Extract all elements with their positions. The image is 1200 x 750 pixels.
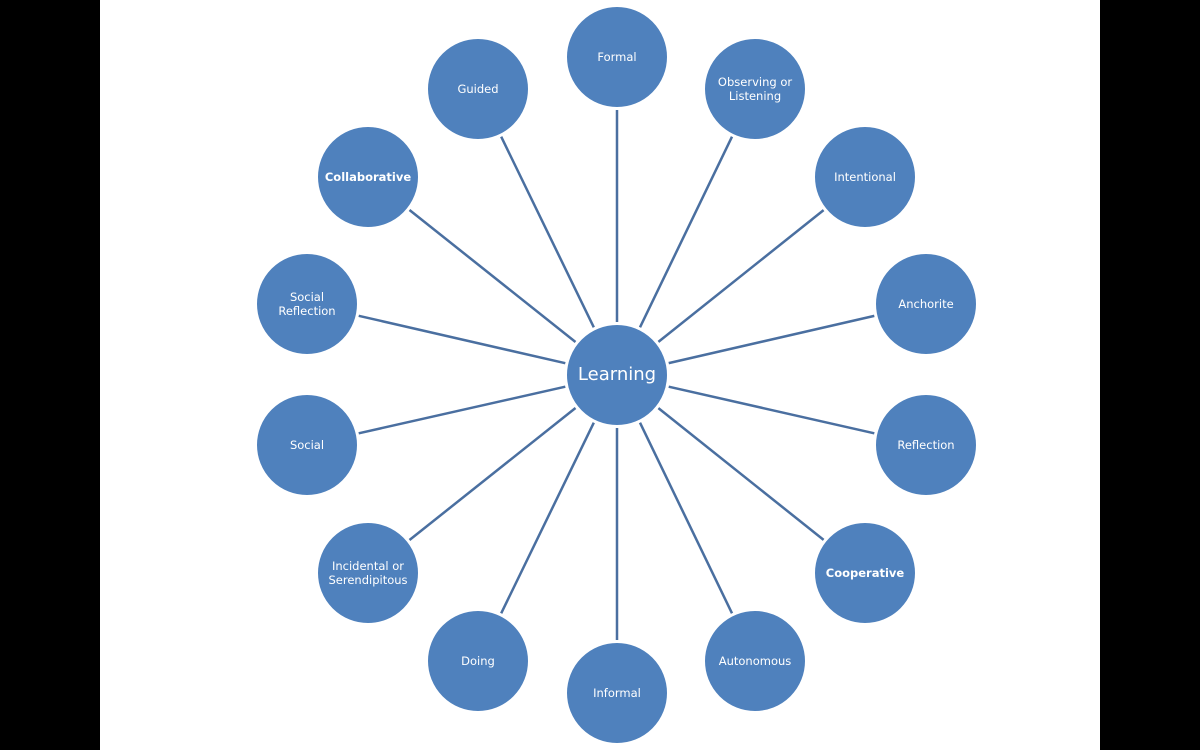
node-social-label: Social — [289, 438, 325, 452]
node-anchorite[interactable]: Anchorite — [874, 252, 978, 356]
connector-observing-or-listening — [638, 136, 734, 328]
connector-autonomous — [638, 422, 734, 614]
node-incidental-or-serendipitous[interactable]: Incidental or Serendipitous — [316, 521, 420, 625]
node-informal-label: Informal — [593, 686, 641, 700]
node-guided-label: Guided — [457, 82, 499, 96]
node-observing-or-listening-label: Observing or Listening — [717, 75, 793, 103]
connector-reflection — [668, 385, 875, 435]
node-collaborative-label: Collaborative — [324, 170, 412, 184]
node-doing-label: Doing — [461, 654, 495, 668]
connector-lines — [358, 110, 875, 640]
node-social-reflection[interactable]: Social Reflection — [255, 252, 359, 356]
node-intentional[interactable]: Intentional — [813, 125, 917, 229]
node-reflection-label: Reflection — [897, 438, 955, 452]
node-intentional-label: Intentional — [834, 170, 896, 184]
node-informal[interactable]: Informal — [565, 641, 669, 745]
node-collaborative[interactable]: Collaborative — [316, 125, 420, 229]
node-cooperative[interactable]: Cooperative — [813, 521, 917, 625]
node-social-reflection-label: Social Reflection — [278, 290, 336, 318]
node-doing[interactable]: Doing — [426, 609, 530, 713]
node-incidental-or-serendipitous-label: Incidental or Serendipitous — [328, 559, 408, 587]
connector-incidental-or-serendipitous — [408, 407, 577, 541]
node-observing-or-listening[interactable]: Observing or Listening — [703, 37, 807, 141]
node-autonomous[interactable]: Autonomous — [703, 609, 807, 713]
connector-anchorite — [668, 314, 875, 365]
node-social[interactable]: Social — [255, 393, 359, 497]
connector-doing — [500, 422, 595, 614]
connector-collaborative — [408, 209, 577, 343]
connector-social-reflection — [358, 314, 566, 365]
node-formal-label: Formal — [597, 50, 637, 64]
node-formal[interactable]: Formal — [565, 5, 669, 109]
node-learning-label: Learning — [577, 364, 657, 385]
connector-cooperative — [657, 407, 825, 541]
node-anchorite-label: Anchorite — [898, 297, 954, 311]
node-cooperative-label: Cooperative — [825, 566, 905, 580]
node-learning[interactable]: Learning — [565, 323, 669, 427]
node-guided[interactable]: Guided — [426, 37, 530, 141]
node-autonomous-label: Autonomous — [718, 654, 792, 668]
connector-intentional — [657, 209, 825, 343]
connector-social — [358, 385, 566, 435]
connector-guided — [500, 136, 595, 328]
node-reflection[interactable]: Reflection — [874, 393, 978, 497]
